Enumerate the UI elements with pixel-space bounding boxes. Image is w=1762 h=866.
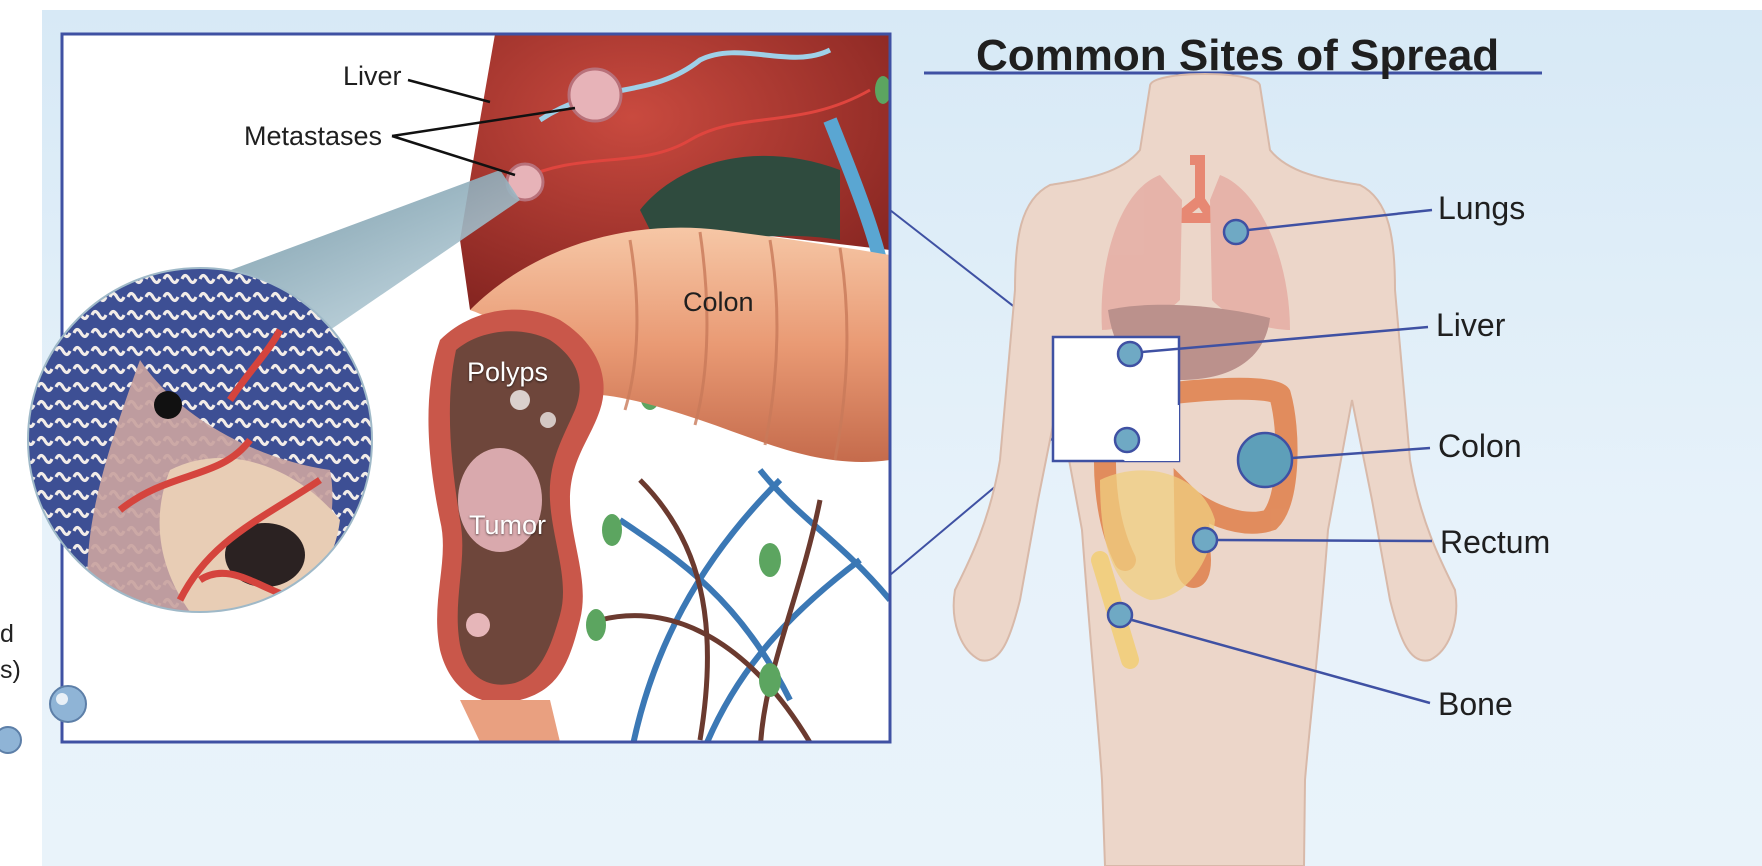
label-site-bone: Bone xyxy=(1438,686,1513,723)
label-site-liver: Liver xyxy=(1436,307,1505,344)
colon-marker xyxy=(1238,433,1292,487)
label-liver-illustration: Liver xyxy=(343,61,402,92)
label-metastases: Metastases xyxy=(244,121,382,152)
colon-marker-small xyxy=(1115,428,1139,452)
bubble-decoration xyxy=(50,686,86,722)
label-site-rectum: Rectum xyxy=(1440,524,1550,561)
page-title: Common Sites of Spread xyxy=(976,31,1499,81)
edge-text-fragment-2: s) xyxy=(0,656,21,685)
label-site-lungs: Lungs xyxy=(1438,190,1525,227)
label-polyps: Polyps xyxy=(467,357,548,388)
metastasis-1 xyxy=(569,69,621,121)
label-tumor: Tumor xyxy=(469,510,546,541)
bubble-decoration-small xyxy=(0,727,21,753)
label-colon-illustration: Colon xyxy=(683,287,754,318)
rectum-marker xyxy=(1193,528,1217,552)
polyp-2 xyxy=(540,412,556,428)
lungs-marker xyxy=(1224,220,1248,244)
polyp-1 xyxy=(510,390,530,410)
bone-marker xyxy=(1108,603,1132,627)
liver-marker xyxy=(1118,342,1142,366)
edge-text-fragment-1: d xyxy=(0,620,14,649)
label-site-colon: Colon xyxy=(1438,428,1522,465)
polyp-3 xyxy=(466,613,490,637)
